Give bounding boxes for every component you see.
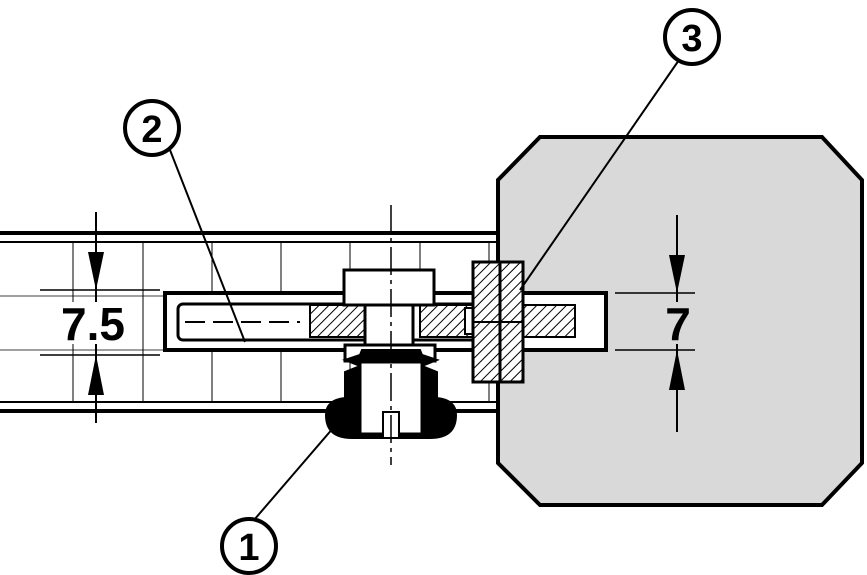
dimension-right-label: 7 [665,298,691,350]
callout-1-number: 1 [238,527,259,569]
clamp-part [471,260,525,384]
dimension-left-label-bg [52,302,132,344]
callout-3-number: 3 [681,18,702,60]
callout-2: 2 [123,99,181,157]
hatched-plate-right [519,304,576,338]
bolt-head [342,268,436,307]
dimension-right-label-bg [656,302,700,344]
callout-3: 3 [663,8,721,66]
leader-lines [169,59,680,521]
callout-1: 1 [220,517,278,575]
dimension-left-label: 7.5 [61,298,125,350]
hatched-plate-left [309,304,366,338]
bolt-shaft [363,303,415,347]
callout-2-number: 2 [141,109,162,151]
